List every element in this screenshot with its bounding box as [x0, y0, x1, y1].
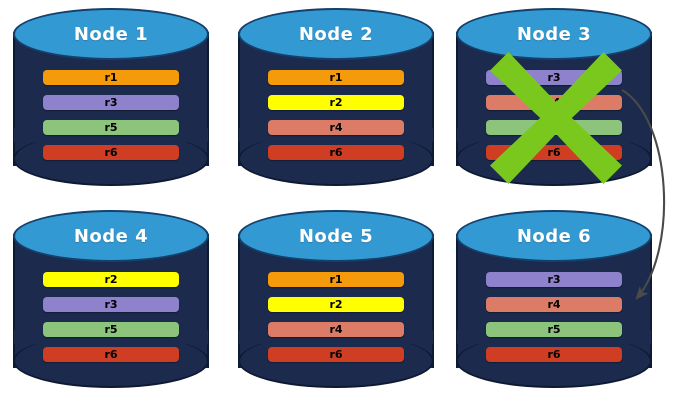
record-bar[interactable]: r6: [268, 145, 404, 160]
record-bar[interactable]: r6: [268, 347, 404, 362]
record-bar[interactable]: r1: [43, 70, 179, 85]
node-2-records: r1 r2 r4 r6: [268, 70, 404, 160]
record-bar[interactable]: r5: [43, 120, 179, 135]
record-bar[interactable]: r1: [268, 272, 404, 287]
cylinder-top: [238, 8, 434, 60]
node-4[interactable]: Node 4 r2 r3 r5 r6: [13, 210, 209, 392]
cylinder-top: [13, 210, 209, 262]
record-bar[interactable]: r6: [43, 145, 179, 160]
record-bar[interactable]: r4: [486, 297, 622, 312]
record-bar[interactable]: r5: [486, 322, 622, 337]
record-bar[interactable]: r5: [43, 322, 179, 337]
cylinder-top: [456, 8, 652, 60]
cylinder-top: [456, 210, 652, 262]
record-bar[interactable]: r6: [486, 145, 622, 160]
node-1[interactable]: Node 1 r1 r3 r5 r6: [13, 8, 209, 190]
record-bar[interactable]: r3: [486, 272, 622, 287]
node-6[interactable]: Node 6 r3 r4 r5 r6: [456, 210, 652, 392]
record-bar[interactable]: r3: [43, 297, 179, 312]
node-2-label: Node 2: [298, 23, 374, 45]
record-bar[interactable]: r6: [43, 347, 179, 362]
record-bar[interactable]: r1: [268, 70, 404, 85]
node-1-label: Node 1: [73, 23, 149, 45]
node-1-records: r1 r3 r5 r6: [43, 70, 179, 160]
node-6-records: r3 r4 r5 r6: [486, 272, 622, 362]
node-2[interactable]: Node 2 r1 r2 r4 r6: [238, 8, 434, 190]
node-3[interactable]: Node 3 r3 r4 r5 r6: [456, 8, 652, 190]
cylinder-top: [13, 8, 209, 60]
cylinder-top: [238, 210, 434, 262]
record-bar[interactable]: r4: [268, 120, 404, 135]
record-bar[interactable]: r2: [43, 272, 179, 287]
record-bar[interactable]: r5: [486, 120, 622, 135]
record-bar[interactable]: r2: [268, 95, 404, 110]
node-4-records: r2 r3 r5 r6: [43, 272, 179, 362]
record-bar[interactable]: r4: [486, 95, 622, 110]
record-bar[interactable]: r2: [268, 297, 404, 312]
record-bar[interactable]: r3: [486, 70, 622, 85]
node-6-label: Node 6: [516, 225, 592, 247]
record-bar[interactable]: r6: [486, 347, 622, 362]
node-5-label: Node 5: [298, 225, 374, 247]
node-3-label: Node 3: [516, 23, 592, 45]
node-4-label: Node 4: [73, 225, 149, 247]
node-5-records: r1 r2 r4 r6: [268, 272, 404, 362]
record-bar[interactable]: r3: [43, 95, 179, 110]
node-3-records: r3 r4 r5 r6: [486, 70, 622, 160]
node-5[interactable]: Node 5 r1 r2 r4 r6: [238, 210, 434, 392]
record-bar[interactable]: r4: [268, 322, 404, 337]
